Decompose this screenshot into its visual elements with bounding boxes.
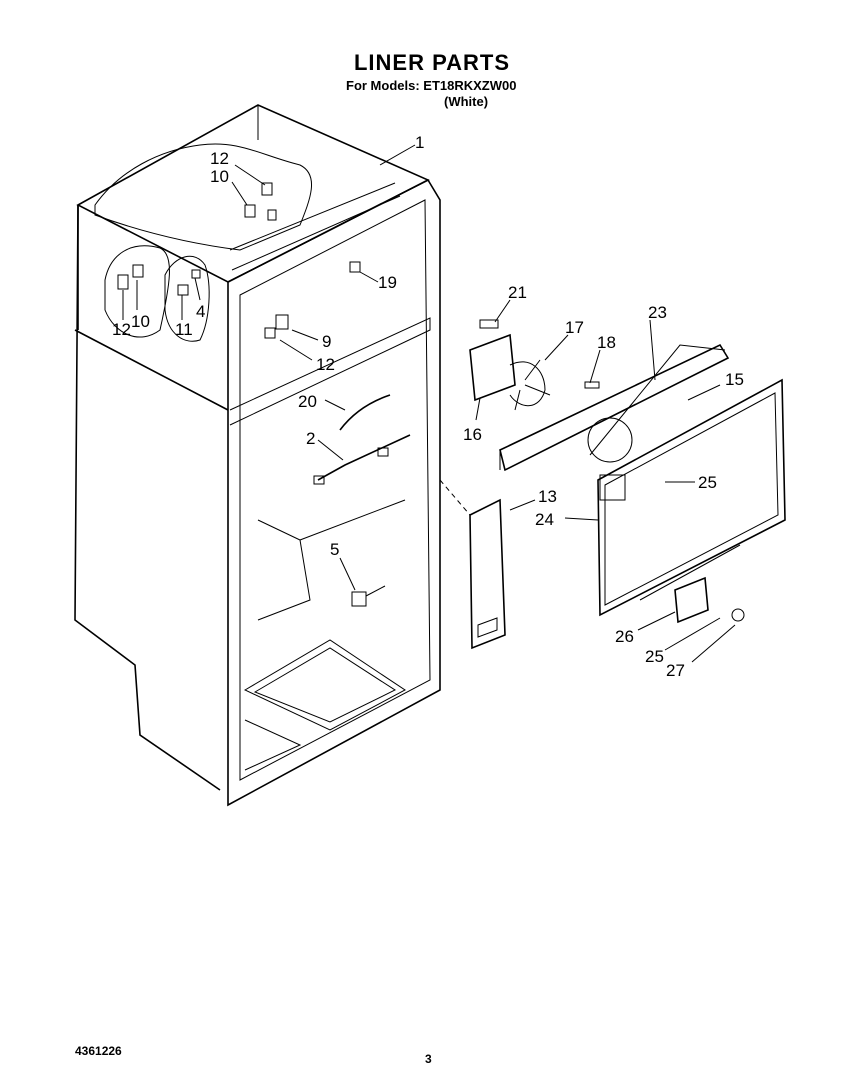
callout-15: 15 [725,370,744,389]
part-24-evaporator-cover [597,378,786,617]
callout-12-mid: 12 [316,355,335,374]
insulation-outline [94,143,313,342]
callout-12-left: 12 [112,320,131,339]
callout-5: 5 [330,540,339,559]
part-23-fan-shroud [499,343,730,472]
models-line: For Models: ET18RKXZW00 [346,78,517,93]
callout-12-top: 12 [210,149,229,168]
callout-11: 11 [175,320,193,339]
callout-17: 17 [565,318,584,337]
callout-25-upper: 25 [698,473,717,492]
fan-motor-assembly [469,319,600,411]
callout-18: 18 [597,333,616,352]
part-26-cap [674,576,745,624]
callout-19: 19 [378,273,397,292]
part-13-duct [439,479,506,650]
callout-labels: 1 12 10 12 10 11 4 19 9 12 20 2 5 21 17 … [112,133,744,680]
callout-13: 13 [538,487,557,506]
callout-2: 2 [306,429,315,448]
callout-9: 9 [322,332,331,351]
callout-4: 4 [196,302,205,321]
small-fasteners [117,182,361,339]
callout-20: 20 [298,392,317,411]
page-title: LINER PARTS [353,50,511,75]
part-5-clip [351,585,386,607]
leader-lines [122,144,736,663]
document-number: 4361226 [75,1044,122,1058]
callout-25-lower: 25 [645,647,664,666]
callout-1: 1 [415,133,424,152]
callout-24: 24 [535,510,554,529]
callout-10-left: 10 [131,312,150,331]
callout-21: 21 [508,283,527,302]
callout-26: 26 [615,627,634,646]
callout-16: 16 [463,425,482,444]
callout-27: 27 [666,661,685,680]
color-line: (White) [444,94,489,109]
wire-harness [313,394,411,485]
callout-23: 23 [648,303,667,322]
callout-10-top: 10 [210,167,229,186]
liner-outline [74,104,441,807]
page-number: 3 [425,1052,432,1066]
